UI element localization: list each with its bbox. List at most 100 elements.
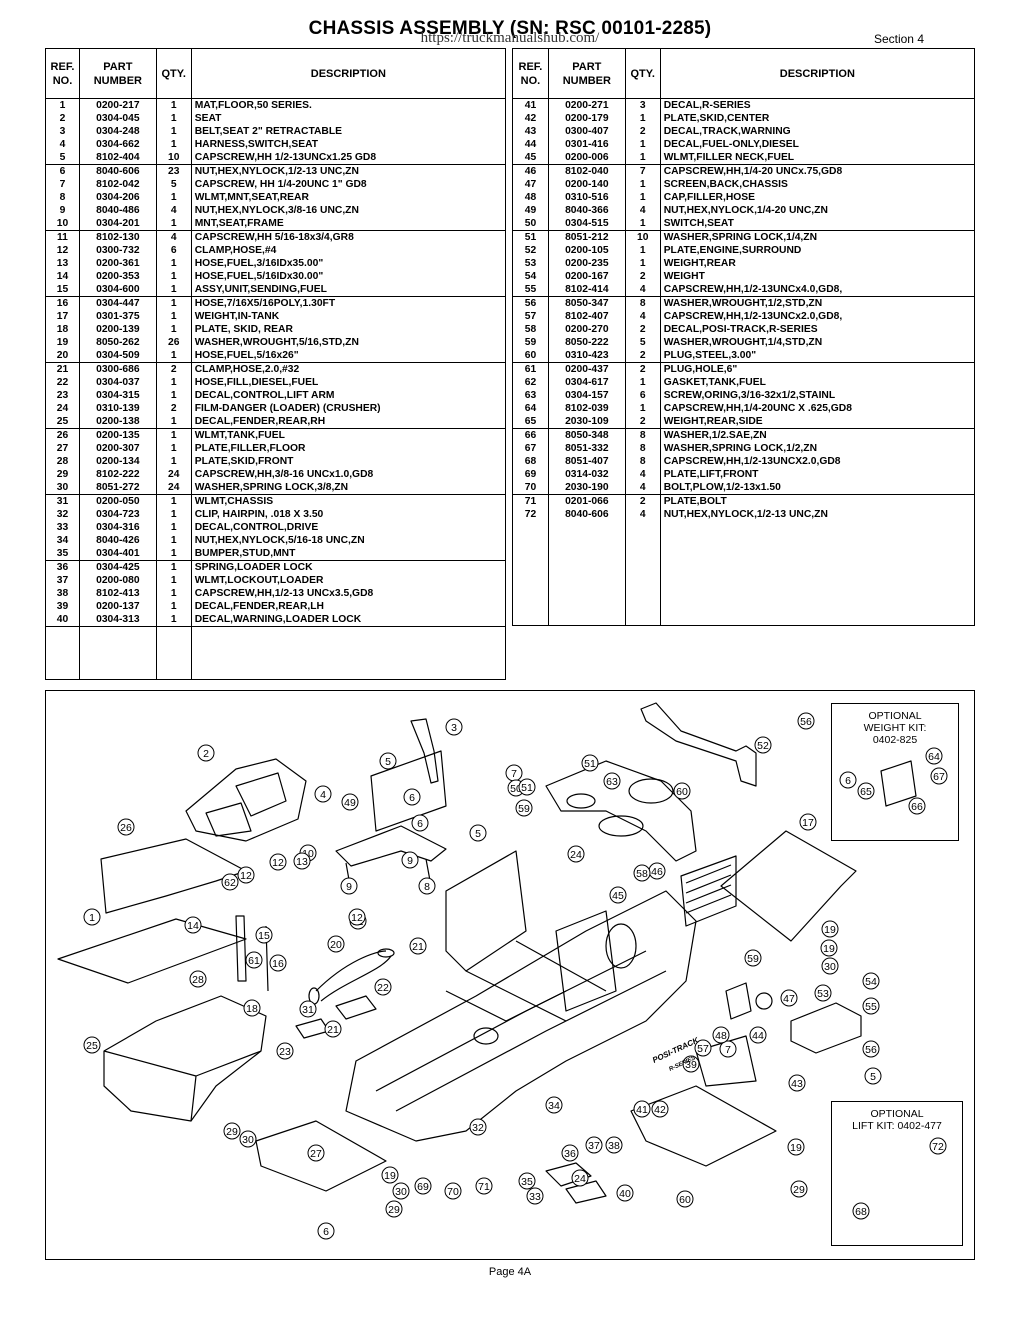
callout-bubble bbox=[929, 1137, 947, 1155]
callout-bubble bbox=[821, 957, 839, 975]
description-cell bbox=[659, 612, 976, 626]
qty-cell: 1 bbox=[155, 112, 192, 125]
chassis-drawing: 1234556667789910111212121314151617181919… bbox=[57, 702, 948, 1240]
callout-72: 72 bbox=[929, 1137, 947, 1155]
callout-number: 59 bbox=[518, 803, 530, 815]
callout-bubble bbox=[790, 1180, 808, 1198]
callout-number: 66 bbox=[911, 801, 923, 813]
callout-number: 44 bbox=[752, 1030, 764, 1042]
callout-bubble bbox=[239, 1130, 257, 1148]
part-number-cell: 8102-222 bbox=[78, 468, 157, 481]
part-number-cell: 0304-313 bbox=[78, 613, 157, 627]
callout-12: 12 bbox=[348, 908, 366, 926]
callout-number: 15 bbox=[258, 930, 270, 942]
table-row bbox=[45, 626, 507, 640]
callout-19: 19 bbox=[820, 939, 838, 957]
callout-number: 35 bbox=[521, 1176, 533, 1188]
callout-number: 53 bbox=[817, 988, 829, 1000]
ref-cell: 52 bbox=[512, 244, 549, 257]
part-number-cell: 0200-437 bbox=[547, 362, 626, 376]
table-row bbox=[45, 666, 507, 680]
callout-51: 51 bbox=[518, 778, 536, 796]
callout-bubble bbox=[603, 772, 621, 790]
callout-44: 44 bbox=[749, 1026, 767, 1044]
callout-5: 5 bbox=[864, 1067, 882, 1085]
lift-kit-line2: LIFT KIT: 0402-477 bbox=[852, 1120, 942, 1132]
description-cell: CAPSCREW,HH 5/16-18x3/4,GR8 bbox=[190, 230, 507, 244]
qty-cell: 1 bbox=[624, 191, 661, 204]
qty-cell: 1 bbox=[155, 296, 192, 310]
callout-number: 5 bbox=[870, 1071, 876, 1083]
qty-cell: 1 bbox=[155, 257, 192, 270]
callout-36: 36 bbox=[561, 1144, 579, 1162]
ref-cell: 37 bbox=[45, 574, 80, 587]
callout-bubble bbox=[744, 949, 762, 967]
table-row bbox=[512, 560, 976, 573]
callout-bubble bbox=[526, 1187, 544, 1205]
part-number-cell: 0304-157 bbox=[547, 389, 626, 402]
ref-header: REF.NO. bbox=[45, 48, 80, 99]
callout-number: 13 bbox=[296, 856, 308, 868]
part-number-cell: 8102-042 bbox=[78, 178, 157, 191]
part-number-cell: 0304-617 bbox=[547, 376, 626, 389]
callout-bubble bbox=[403, 788, 421, 806]
part-number-cell: 8050-262 bbox=[78, 336, 157, 349]
ref-cell: 28 bbox=[45, 455, 80, 468]
ref-cell: 15 bbox=[45, 283, 80, 297]
ref-cell: 5 bbox=[45, 151, 80, 165]
ref-cell: 44 bbox=[512, 138, 549, 151]
callout-bubble bbox=[83, 908, 101, 926]
qty-cell: 8 bbox=[624, 455, 661, 468]
callout-bubble bbox=[327, 935, 345, 953]
callout-bubble bbox=[605, 1136, 623, 1154]
callout-52: 52 bbox=[754, 736, 772, 754]
callout-number: 54 bbox=[865, 976, 877, 988]
description-cell: WLMT,LOCKOUT,LOADER bbox=[190, 574, 507, 587]
callout-26: 26 bbox=[117, 818, 135, 836]
callout-19: 19 bbox=[821, 920, 839, 938]
part-number-cell: 8102-413 bbox=[78, 587, 157, 600]
ref-cell bbox=[512, 573, 549, 586]
callout-number: 3 bbox=[451, 722, 457, 734]
qty-cell: 6 bbox=[155, 244, 192, 257]
callout-bubble bbox=[293, 852, 311, 870]
callout-16: 16 bbox=[269, 954, 287, 972]
callout-number: 34 bbox=[548, 1100, 560, 1112]
callout-number: 51 bbox=[521, 782, 533, 794]
ref-cell: 21 bbox=[45, 362, 80, 376]
callout-bubble bbox=[857, 782, 875, 800]
callout-bubble bbox=[445, 718, 463, 736]
callout-6: 6 bbox=[403, 788, 421, 806]
ref-cell: 33 bbox=[45, 521, 80, 534]
callout-bubble bbox=[788, 1074, 806, 1092]
ref-cell: 36 bbox=[45, 560, 80, 574]
callout-19: 19 bbox=[381, 1166, 399, 1184]
callout-number: 9 bbox=[407, 855, 413, 867]
description-header: DESCRIPTION bbox=[659, 48, 976, 99]
description-cell: CAPSCREW,HH,1/4-20UNC X .625,GD8 bbox=[659, 402, 976, 415]
ref-cell bbox=[512, 547, 549, 560]
ref-cell: 35 bbox=[45, 547, 80, 561]
callout-bubble bbox=[469, 824, 487, 842]
callout-bubble bbox=[324, 1020, 342, 1038]
description-cell: NUT,HEX,NYLOCK,3/8-16 UNC,ZN bbox=[190, 204, 507, 217]
description-cell: PLATE,FILLER,FLOOR bbox=[190, 442, 507, 455]
qty-cell: 2 bbox=[624, 125, 661, 138]
callout-34: 34 bbox=[545, 1096, 563, 1114]
callout-bubble bbox=[401, 851, 419, 869]
description-cell: HOSE,FUEL,5/16IDx30.00" bbox=[190, 270, 507, 283]
page-title: CHASSIS ASSEMBLY (SN: RSC 00101-2285) bbox=[308, 18, 712, 39]
callout-bubble bbox=[780, 989, 798, 1007]
